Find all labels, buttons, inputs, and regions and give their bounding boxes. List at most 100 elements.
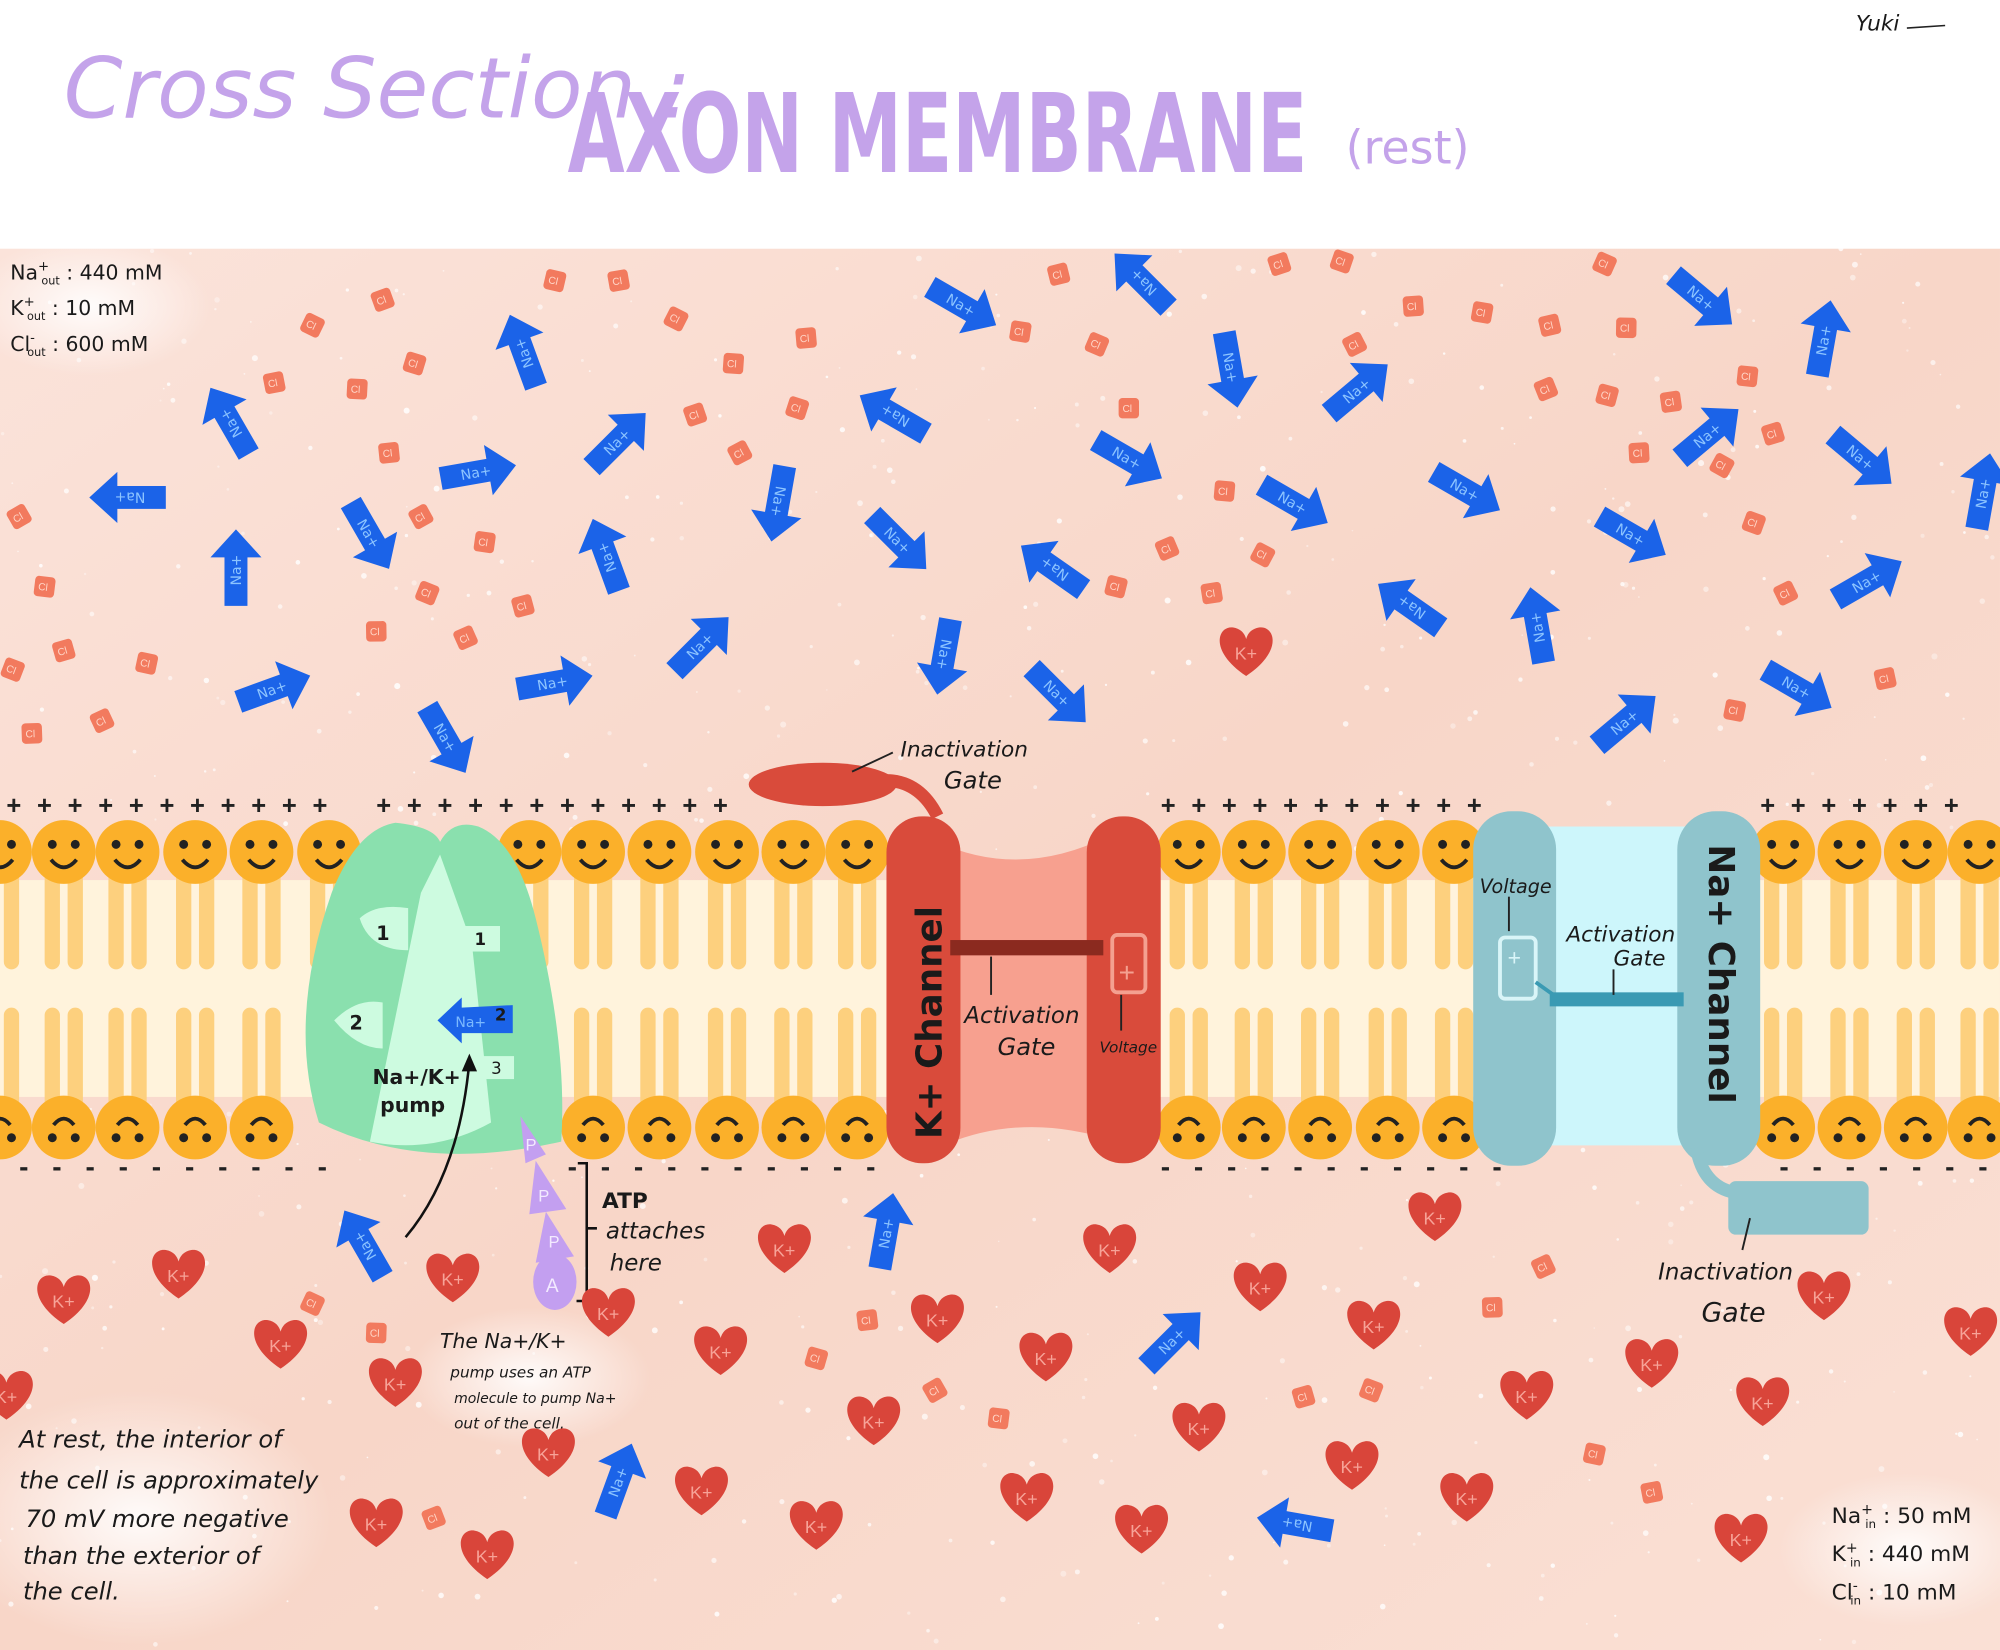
speckle xyxy=(1763,806,1766,809)
speckle xyxy=(1939,373,1942,376)
speckle xyxy=(1086,1333,1089,1336)
speckle xyxy=(1428,1376,1432,1380)
face-eye xyxy=(1260,1133,1270,1143)
potassium-ion: K+ xyxy=(1440,1473,1494,1522)
na-channel-left-subunit xyxy=(1473,811,1557,1166)
speckle xyxy=(1222,736,1228,741)
speckle xyxy=(203,677,210,684)
lipid-tail xyxy=(663,867,679,970)
speckle xyxy=(1137,1622,1140,1625)
speckle xyxy=(563,752,570,759)
speckle xyxy=(1412,1542,1416,1546)
speckle xyxy=(411,580,417,586)
positive-charge: + xyxy=(312,792,327,820)
phospholipid-head-smiling xyxy=(1288,820,1353,884)
caption-glow xyxy=(408,1307,651,1448)
sodium-label: Na+ xyxy=(229,555,245,586)
speckle xyxy=(948,1538,953,1543)
negative-charge: - xyxy=(866,1151,875,1182)
chloride-ion: Cl xyxy=(1047,262,1071,286)
speckle xyxy=(1364,685,1370,691)
chloride-ion: Cl xyxy=(1359,1378,1384,1403)
speckle xyxy=(91,1306,95,1310)
ion-charge: - xyxy=(1853,1579,1858,1595)
speckle xyxy=(847,1245,851,1249)
negative-charge: - xyxy=(1879,1151,1888,1182)
k-inactivation-pointer xyxy=(851,751,894,773)
speckle xyxy=(1529,762,1534,767)
chloride-ion: Cl xyxy=(21,722,43,744)
chloride-square xyxy=(727,440,753,466)
face-frown xyxy=(183,1116,207,1127)
speckle xyxy=(1610,1521,1614,1525)
lipid-tail xyxy=(797,1007,813,1110)
chloride-label: Cl xyxy=(1778,588,1791,602)
speckle xyxy=(1753,409,1757,413)
speckle xyxy=(394,586,398,591)
potassium-label: K+ xyxy=(690,1483,712,1503)
speckle xyxy=(1592,1185,1597,1190)
heart-icon xyxy=(1944,1307,1998,1356)
arrow-icon xyxy=(1378,579,1448,638)
speckle xyxy=(339,356,343,360)
speckle xyxy=(1878,1466,1885,1472)
phospholipid-head-smiling xyxy=(1221,820,1286,884)
speckle xyxy=(714,1611,720,1617)
arrow-icon xyxy=(1759,659,1832,716)
positive-charge: + xyxy=(1760,792,1775,820)
speckle xyxy=(89,611,95,617)
negative-charge: - xyxy=(733,1151,742,1182)
speckle xyxy=(880,438,885,443)
sodium-ion: Na+ xyxy=(916,617,968,695)
chloride-square xyxy=(1104,575,1128,599)
speckle xyxy=(835,267,839,271)
chloride-ion: Cl xyxy=(365,621,387,642)
speckle xyxy=(220,699,226,706)
speckle xyxy=(1949,825,1954,830)
lipid-tail xyxy=(663,1007,679,1110)
speckle xyxy=(1668,1221,1674,1228)
positive-charge: + xyxy=(1467,792,1482,820)
arrow-icon xyxy=(859,387,932,444)
speckle xyxy=(1023,605,1028,610)
speckle xyxy=(1538,1596,1544,1601)
speckle xyxy=(78,1182,85,1189)
speckle xyxy=(1635,1201,1640,1205)
phospholipid-head-smiling xyxy=(95,820,160,884)
arrow-icon xyxy=(1256,1497,1335,1548)
chloride-label: Cl xyxy=(1620,324,1630,335)
chloride-square xyxy=(1761,421,1785,446)
speckle xyxy=(421,1589,424,1592)
speckle xyxy=(805,1407,811,1413)
negative-charge: - xyxy=(85,1151,94,1182)
speckle xyxy=(1244,1167,1247,1170)
speckle xyxy=(718,414,722,418)
lipid-tail xyxy=(44,1007,60,1110)
speckle xyxy=(1074,402,1079,407)
heart-icon xyxy=(1714,1513,1768,1563)
speckle xyxy=(776,734,781,738)
sodium-ion: Na+ xyxy=(1023,659,1086,723)
chloride-label: Cl xyxy=(1599,390,1611,403)
chloride-ion: Cl xyxy=(922,1377,948,1403)
speckle xyxy=(1273,1541,1275,1544)
speckle xyxy=(1062,1438,1068,1444)
speckle xyxy=(1755,444,1760,449)
sodium-ion: Na+ xyxy=(1207,330,1258,408)
negative-charge: - xyxy=(1492,1151,1501,1182)
chloride-square xyxy=(365,621,387,642)
speckle xyxy=(433,485,440,492)
pump-label-line1: Na+/K+ xyxy=(372,1065,460,1089)
potassium-ion: K+ xyxy=(1325,1441,1379,1490)
pump-caption-3: molecule to pump Na+ xyxy=(454,1391,616,1407)
face-smile xyxy=(314,858,344,870)
atp-adenosine xyxy=(533,1253,577,1310)
phospholipid-head-smiling xyxy=(0,820,32,884)
atp-note-3: here xyxy=(610,1250,662,1276)
heart-icon xyxy=(757,1224,811,1273)
negative-charge: - xyxy=(1912,1151,1921,1182)
speckle xyxy=(1371,251,1377,258)
lipid-tail xyxy=(640,867,656,970)
pump-pointer-arrow xyxy=(404,1061,471,1239)
phospholipid-head-frowning xyxy=(761,1095,826,1160)
